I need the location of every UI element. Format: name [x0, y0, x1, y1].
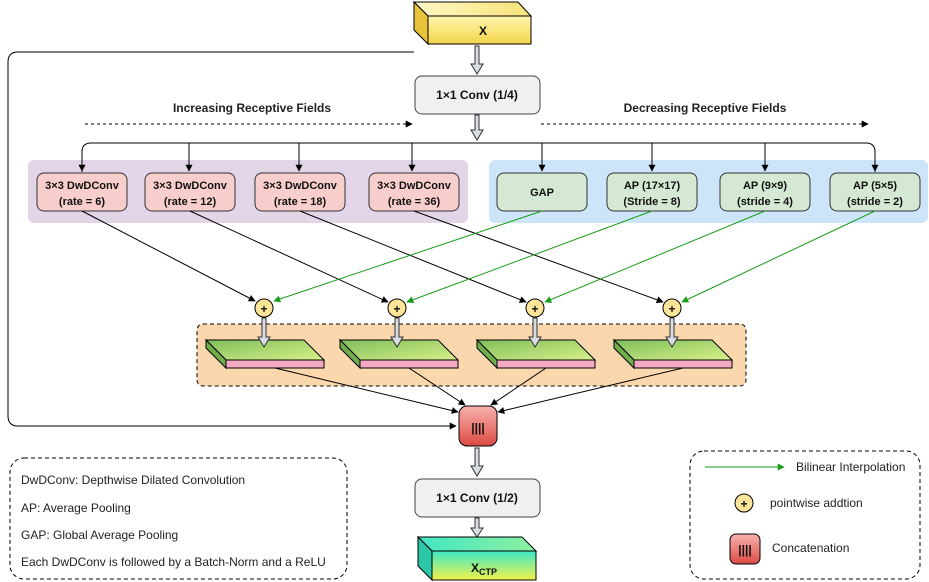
legend-add-label: pointwise addtion — [770, 496, 863, 510]
svg-text:+: + — [740, 497, 747, 511]
feature-to-concat-arrow-3 — [490, 367, 547, 406]
hollow-arrow-x-to-conv — [470, 45, 484, 75]
note-dwdconv: DwDConv: Depthwise Dilated Convolution — [21, 473, 245, 487]
feature-map-2 — [338, 338, 460, 370]
ap-5-box: AP (5×5) (stride = 2) — [829, 172, 921, 212]
svg-text:3×3 DwDConv: 3×3 DwDConv — [153, 180, 228, 192]
pool-to-add-arrow-4 — [681, 210, 876, 303]
feature-panel — [196, 323, 747, 387]
legend-add-icon — [734, 493, 754, 513]
dwd-to-add-arrow-3 — [299, 210, 527, 303]
add-node-4: + — [662, 298, 682, 318]
output-xctp-block: XCTP — [416, 535, 538, 582]
conv-in-box — [414, 75, 541, 115]
svg-text:||||: |||| — [738, 543, 751, 557]
dwd-to-add-arrow-2 — [189, 210, 389, 303]
add-node-3: + — [525, 298, 545, 318]
add-node-1: + — [254, 298, 274, 318]
svg-text:(Stride = 8): (Stride = 8) — [623, 196, 680, 208]
svg-text:AP (5×5): AP (5×5) — [853, 180, 897, 192]
hollow-arrow-concat-to-conv — [470, 447, 484, 477]
notes-box: DwDConv: Depthwise Dilated Convolution A… — [9, 457, 348, 580]
dwd-to-add-arrow-4 — [413, 210, 664, 304]
svg-text:GAP: GAP — [530, 187, 554, 199]
legend-concat-label: Concatenation — [772, 541, 849, 555]
decreasing-receptive-fields-label: Decreasing Receptive Fields — [624, 101, 787, 115]
conv-in-label: 1×1 Conv (1/4) — [436, 88, 518, 102]
feature-to-concat-arrow-1 — [274, 367, 459, 414]
feature-to-concat-arrow-4 — [497, 367, 684, 414]
svg-text:+: + — [260, 302, 267, 316]
svg-text:||||: |||| — [471, 421, 484, 435]
increasing-receptive-fields-label: Increasing Receptive Fields — [173, 101, 331, 115]
conv-out-label: 1×1 Conv (1/2) — [436, 491, 518, 505]
svg-text:(rate = 18): (rate = 18) — [274, 196, 327, 208]
svg-text:3×3 DwDConv: 3×3 DwDConv — [45, 180, 120, 192]
svg-text:AP (9×9): AP (9×9) — [743, 180, 787, 192]
dwd-panel — [28, 160, 468, 223]
dwdconv-box-rate-12: 3×3 DwDConv (rate = 12) — [144, 172, 236, 212]
legend-bilinear-label: Bilinear Interpolation — [796, 460, 905, 474]
output-label: XCTP — [471, 561, 497, 577]
svg-text:+: + — [393, 302, 400, 316]
svg-text:+: + — [668, 302, 675, 316]
gap-box: GAP — [496, 172, 588, 212]
svg-text:+: + — [531, 302, 538, 316]
svg-text:3×3 DwDConv: 3×3 DwDConv — [377, 180, 452, 192]
svg-text:3×3 DwDConv: 3×3 DwDConv — [263, 180, 338, 192]
pool-panel — [489, 160, 928, 223]
svg-text:(stride = 4): (stride = 4) — [737, 196, 793, 208]
note-ap: AP: Average Pooling — [21, 501, 131, 515]
input-x-label: X — [479, 24, 487, 38]
input-x-block: X — [412, 0, 533, 46]
dwdconv-box-rate-6: 3×3 DwDConv (rate = 6) — [36, 172, 128, 212]
svg-text:(stride = 2): (stride = 2) — [847, 196, 903, 208]
skip-connection-line — [7, 51, 457, 430]
pool-to-add-arrow-3 — [544, 210, 766, 303]
add-node-2: + — [387, 298, 407, 318]
conv-out-box — [414, 478, 541, 518]
note-batchnorm: Each DwDConv is followed by a Batch-Norm… — [21, 555, 326, 569]
svg-text:(rate = 36): (rate = 36) — [388, 196, 441, 208]
dwdconv-box-rate-36: 3×3 DwDConv (rate = 36) — [368, 172, 460, 212]
legend-concat-icon — [729, 533, 761, 565]
branch-bus-line — [81, 142, 876, 172]
note-gap: GAP: Global Average Pooling — [21, 528, 178, 542]
dwd-to-add-arrow-1 — [81, 210, 256, 302]
hollow-arrows-add-to-feature — [257, 317, 679, 348]
ap-9-box: AP (9×9) (stride = 4) — [719, 172, 811, 212]
svg-text:(rate = 6): (rate = 6) — [59, 196, 105, 208]
ap-17-box: AP (17×17) (Stride = 8) — [606, 172, 698, 212]
hollow-arrow-conv-to-output — [470, 517, 484, 538]
svg-text:AP (17×17): AP (17×17) — [624, 180, 681, 192]
dwdconv-box-rate-18: 3×3 DwDConv (rate = 18) — [254, 172, 346, 212]
feature-map-3 — [475, 338, 597, 370]
feature-map-1 — [204, 338, 326, 370]
concat-node: |||| — [458, 405, 498, 447]
pool-to-add-arrow-2 — [406, 210, 653, 304]
pool-to-add-arrow-1 — [273, 210, 543, 303]
svg-text:(rate = 12): (rate = 12) — [164, 196, 217, 208]
feature-to-concat-arrow-2 — [408, 367, 466, 406]
legend-box: Bilinear Interpolation + pointwise addti… — [689, 450, 921, 580]
hollow-arrow-conv-to-split — [470, 114, 484, 141]
